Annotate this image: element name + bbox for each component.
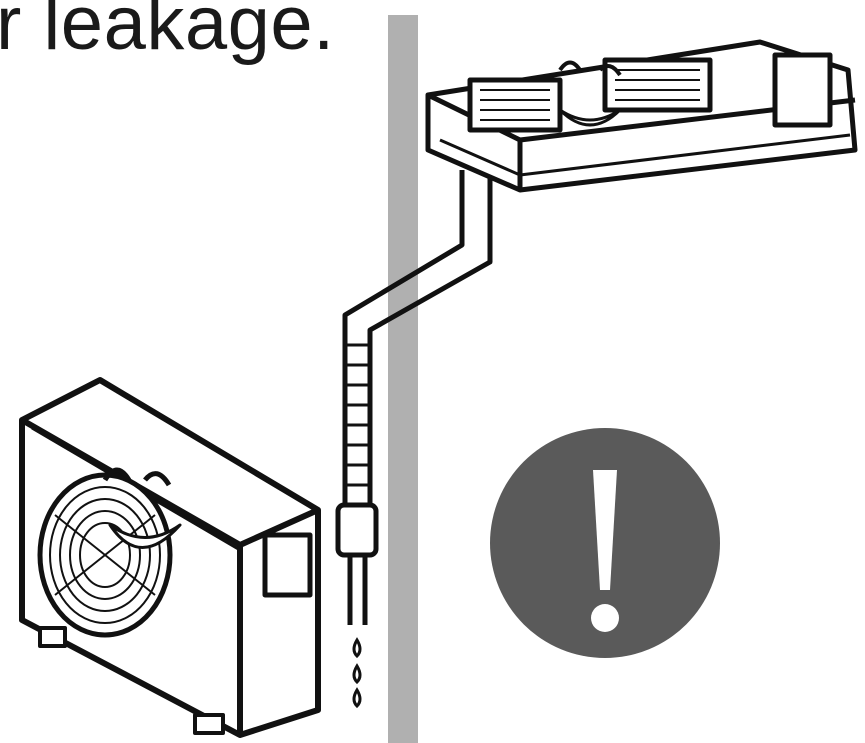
caption-text: r leakage. (0, 0, 335, 66)
indoor-unit-icon (425, 39, 858, 193)
wall (388, 15, 418, 743)
outdoor-unit-icon (19, 377, 321, 738)
warning-icon (490, 428, 720, 658)
water-drop-icon (352, 637, 362, 709)
drain-hose-icon (335, 170, 493, 625)
